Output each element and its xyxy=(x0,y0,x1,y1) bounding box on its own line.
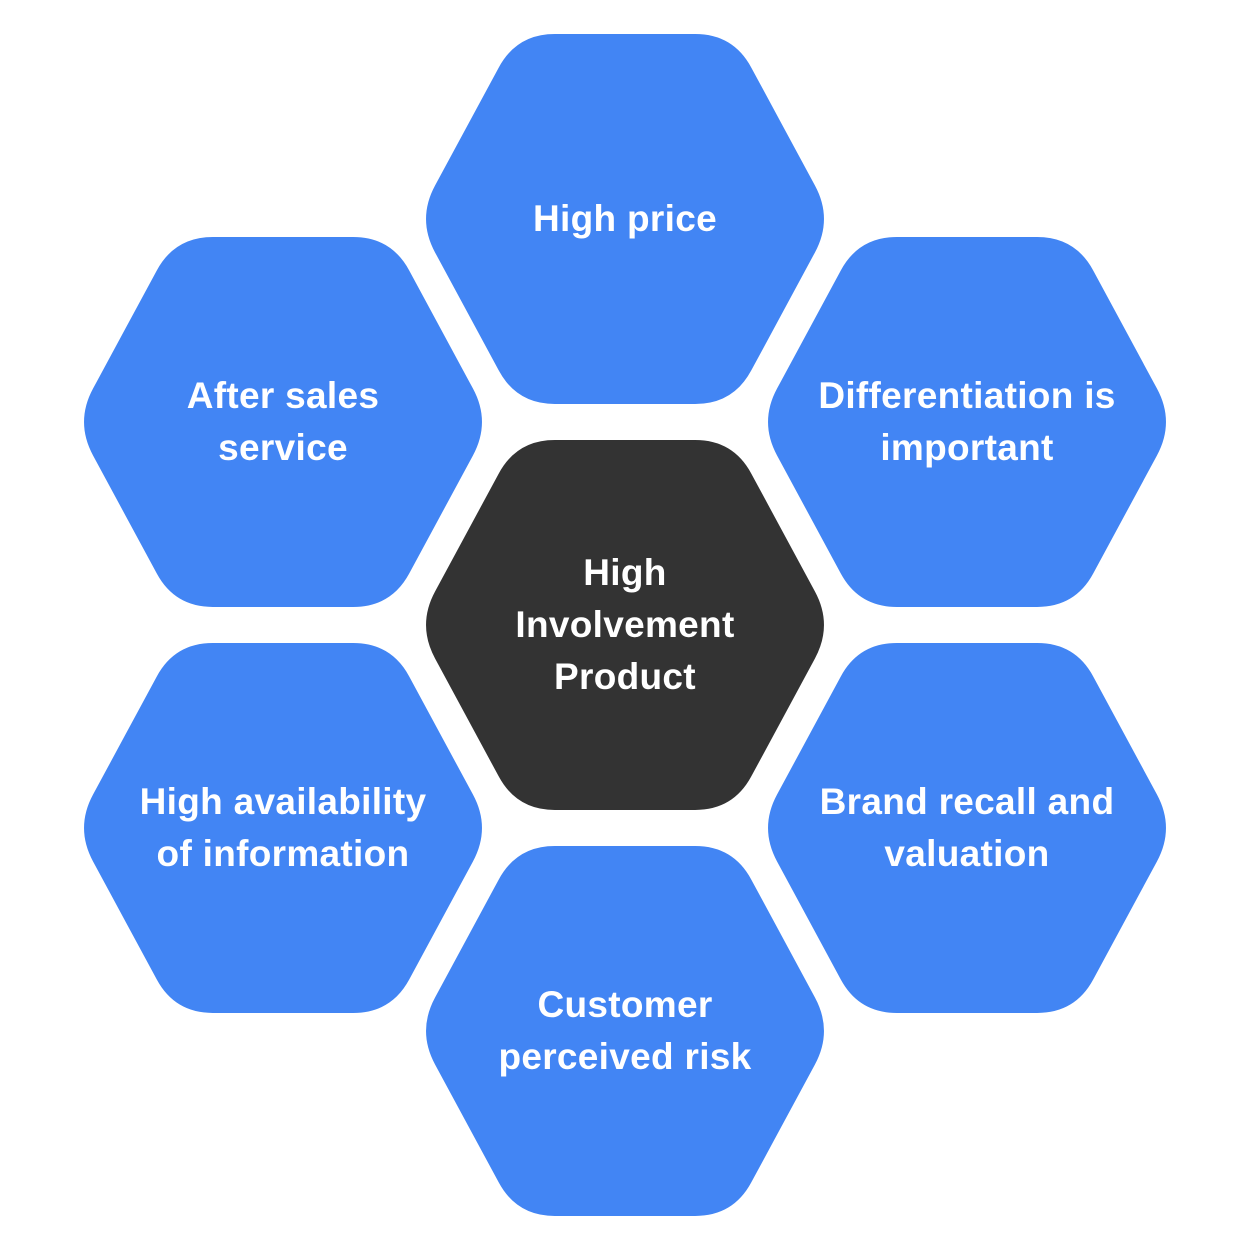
hexagon-outline xyxy=(426,440,824,810)
label-line: valuation xyxy=(884,833,1050,874)
label-line: Involvement xyxy=(515,604,735,645)
hexagon-shape xyxy=(84,643,482,1013)
label-line: Product xyxy=(554,656,696,697)
hexagon-outline xyxy=(426,846,824,1216)
label-line: Brand recall and xyxy=(819,781,1115,822)
label-line: Customer xyxy=(537,984,713,1025)
label-line: of information xyxy=(156,833,410,874)
label-line: Differentiation is xyxy=(818,375,1116,416)
hexagon-label: Brand recall and valuation xyxy=(799,643,1135,1013)
label-line: High availability xyxy=(139,781,427,822)
hexagon-label: Customer perceived risk xyxy=(457,846,793,1216)
hexagon-shape xyxy=(768,643,1166,1013)
hexagon-outline xyxy=(84,643,482,1013)
hexagon-label: High price xyxy=(457,34,793,404)
hexagon-high-availability-of-information: High availability of information xyxy=(75,643,491,1013)
hexagon-high-price: High price xyxy=(417,34,833,404)
hexagon-brand-recall: Brand recall and valuation xyxy=(759,643,1175,1013)
hexagon-outline xyxy=(426,34,824,404)
hexagon-shape xyxy=(426,34,824,404)
label-line: service xyxy=(218,427,348,468)
hexagon-differentiation: Differentiation is important xyxy=(759,237,1175,607)
hexagon-label: High Involvement Product xyxy=(457,440,793,810)
hexagon-shape xyxy=(426,440,824,810)
hexagon-outline xyxy=(768,237,1166,607)
hexagon-customer-perceived-risk: Customer perceived risk xyxy=(417,846,833,1216)
label-line: After sales xyxy=(186,375,380,416)
hexagon-outline xyxy=(768,643,1166,1013)
hexagon-center-high-involvement-product: High Involvement Product xyxy=(417,440,833,810)
hexagon-label: High availability of information xyxy=(115,643,451,1013)
hexagon-outline xyxy=(84,237,482,607)
hexagon-shape xyxy=(426,846,824,1216)
label-line: High price xyxy=(533,198,717,239)
label-line: perceived risk xyxy=(498,1036,752,1077)
label-line: important xyxy=(880,427,1054,468)
hexagon-shape xyxy=(768,237,1166,607)
label-line: High xyxy=(583,552,667,593)
hexagon-label: After sales service xyxy=(115,237,451,607)
hexagon-after-sales-service: After sales service xyxy=(75,237,491,607)
hexagon-label: Differentiation is important xyxy=(799,237,1135,607)
hexagon-shape xyxy=(84,237,482,607)
